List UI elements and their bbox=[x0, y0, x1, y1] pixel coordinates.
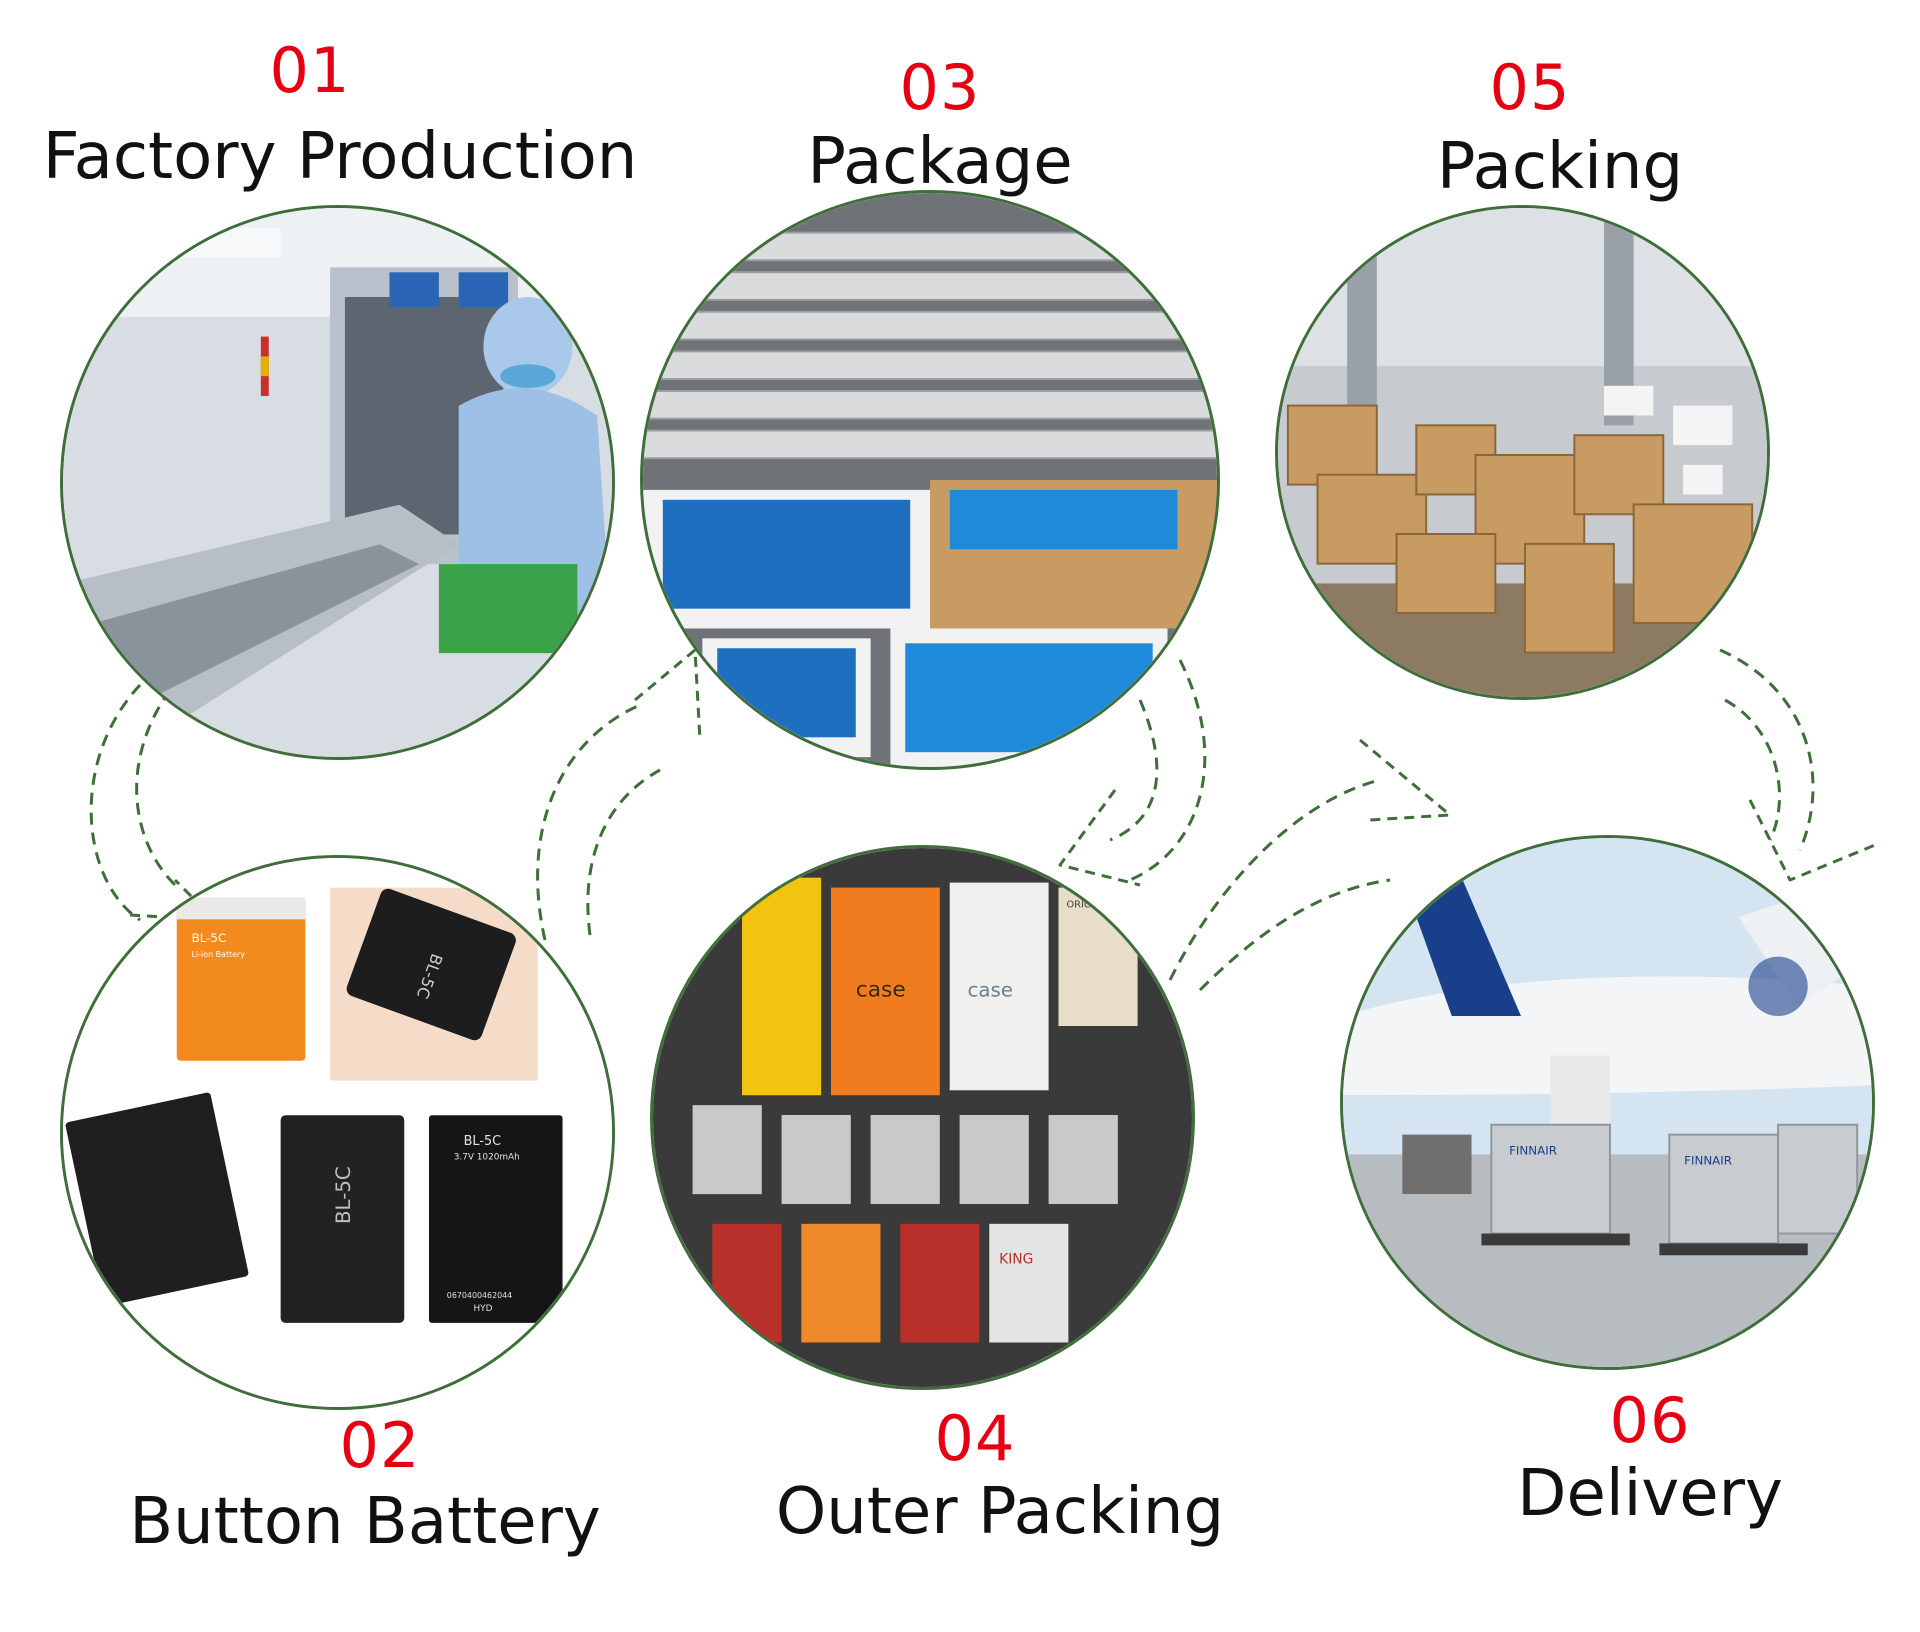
cargo-brand-2: FINNAIR bbox=[1684, 1153, 1732, 1167]
right-battery-image bbox=[429, 1115, 563, 1323]
step-number-04: 04 bbox=[934, 1402, 1016, 1475]
orange-battery-image bbox=[176, 897, 306, 1061]
right-battery-spec: 3.7V 1020mAh bbox=[454, 1153, 520, 1163]
arrow-head-03-to-04 bbox=[1058, 789, 1141, 887]
arrow-01-to-02 bbox=[89, 683, 177, 922]
photo-package bbox=[640, 190, 1220, 770]
step-number-05: 05 bbox=[1489, 51, 1571, 124]
middle-battery-image bbox=[280, 1115, 405, 1323]
cargo-brand-1: FINNAIR bbox=[1509, 1143, 1557, 1157]
step-label-package: Package bbox=[807, 125, 1073, 199]
arrow-head-04-to-05 bbox=[1359, 738, 1452, 822]
arrow-02-to-03 bbox=[536, 703, 661, 941]
arrow-05-to-06 bbox=[1719, 648, 1815, 851]
step-number-02: 02 bbox=[339, 1409, 421, 1482]
right-battery-model: BL-5C bbox=[464, 1134, 502, 1149]
king-bag-label: KING bbox=[999, 1251, 1033, 1267]
orange-battery-model: BL-5C bbox=[192, 931, 227, 945]
step-label-packing: Packing bbox=[1436, 130, 1684, 204]
step-number-01: 01 bbox=[269, 34, 351, 107]
arrow-head-05-to-06 bbox=[1748, 799, 1876, 882]
photo-button-battery: BL-5C Li-ion Battery BL-5C BL-5C BL-5C 3… bbox=[60, 855, 615, 1410]
photo-factory-production bbox=[60, 205, 615, 760]
middle-battery-model: BL-5C bbox=[332, 1166, 355, 1224]
left-battery-image bbox=[65, 1092, 249, 1306]
photo-delivery: FINNAIR FINNAIR bbox=[1340, 835, 1875, 1370]
clear-bag-label: case bbox=[967, 978, 1012, 1001]
step-label-delivery: Delivery bbox=[1517, 1457, 1783, 1531]
photo-outer-packing: case case ORIGINAL KING bbox=[650, 845, 1195, 1390]
photo-warehouse-packing bbox=[1275, 205, 1770, 700]
original-box-label: ORIGINAL bbox=[1066, 899, 1114, 910]
step-label-outer-packing: Outer Packing bbox=[775, 1475, 1225, 1549]
step-number-03: 03 bbox=[899, 51, 981, 124]
step-label-button-battery: Button Battery bbox=[129, 1485, 601, 1559]
right-battery-barcode: 0670400462044 bbox=[447, 1291, 512, 1300]
right-battery-code: HYD bbox=[474, 1304, 493, 1314]
step-number-06: 06 bbox=[1609, 1384, 1691, 1457]
orange-battery-type: Li-ion Battery bbox=[192, 950, 246, 959]
arrow-head-02-to-03 bbox=[634, 648, 702, 741]
step-label-factory-production: Factory Production bbox=[42, 120, 638, 194]
arrow-04-to-05 bbox=[1168, 778, 1391, 992]
case-bag-label: case bbox=[856, 977, 906, 1002]
